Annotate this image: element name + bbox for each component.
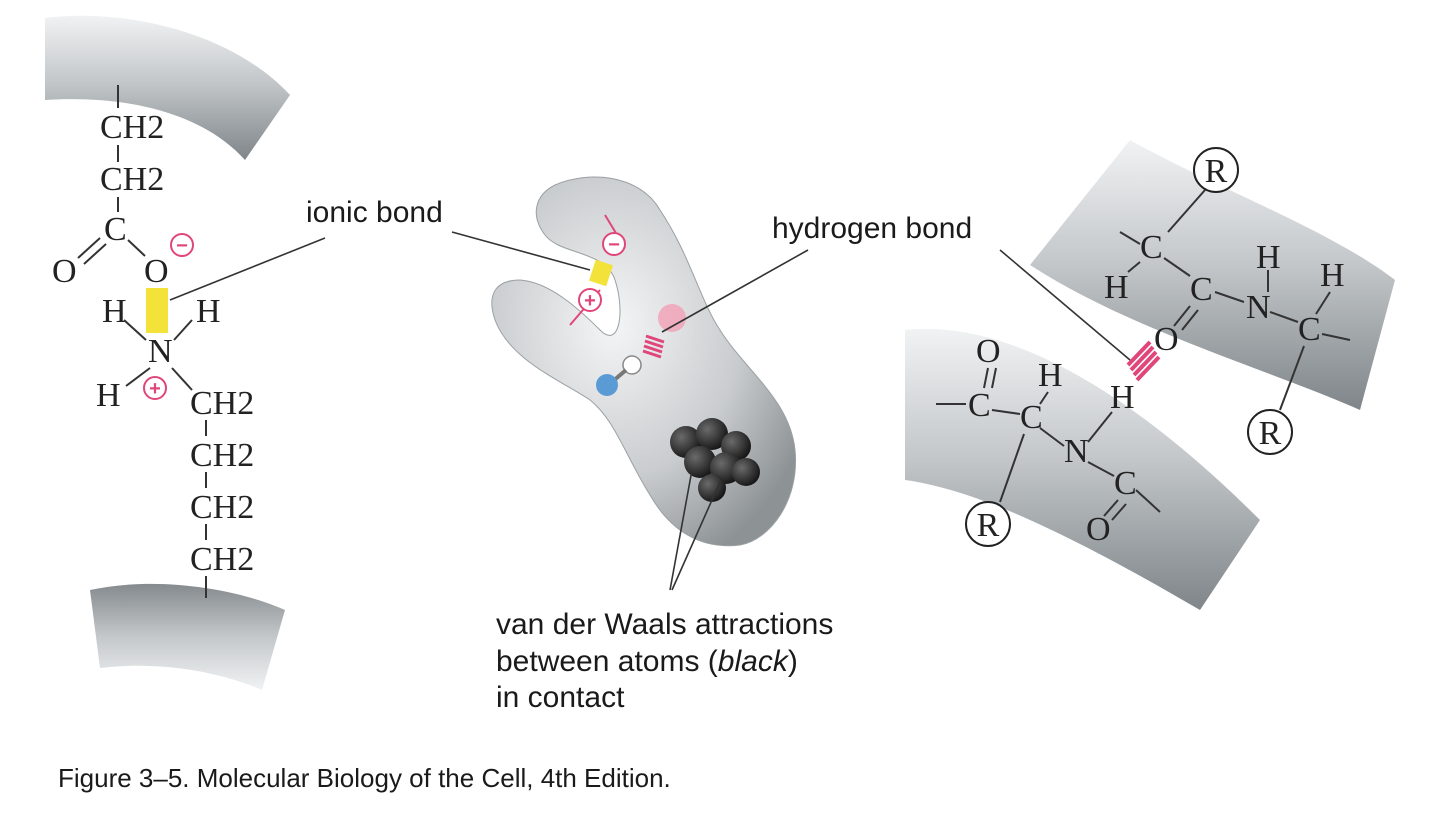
vdw-label-line3: in contact [496, 681, 625, 714]
carbon-right-3: C [1298, 311, 1321, 348]
hydrogen-right-3: H [1320, 257, 1345, 294]
r-group-icon-2 [1247, 409, 1293, 455]
protein-ribbon-upper-right [1030, 140, 1395, 410]
figure-caption: Figure 3–5. Molecular Biology of the Cel… [58, 763, 671, 793]
oxygen-right-3: O [1086, 511, 1111, 548]
hydrogen-right-4: H [1038, 357, 1063, 394]
oxygen-right-1: O [1154, 321, 1179, 358]
ch2-left-6: CH2 [190, 541, 254, 578]
nitrogen-right-2: N [1064, 433, 1089, 470]
plus-sign: + [149, 378, 161, 400]
carbon-right-1: C [1140, 229, 1163, 266]
ionic-leader-left [169, 237, 326, 301]
protein-ribbon-bottom-left [90, 583, 285, 690]
protein-ribbon-lower-right [905, 328, 1260, 610]
vdw-atom-cluster [670, 418, 760, 502]
minus-sign-mid: − [608, 234, 620, 256]
hydrogen-bond-bar-mid [642, 334, 665, 359]
vdw-leader-b [671, 481, 721, 591]
nitrogen-right-1: N [1246, 289, 1271, 326]
plus-charge-icon-mid [578, 288, 602, 312]
ch2-left-2: CH2 [100, 161, 164, 198]
vdw-label-line1: van der Waals attractions [496, 608, 833, 641]
ionic-bond-label: ionic bond [306, 196, 443, 229]
ch2-left-4: CH2 [190, 437, 254, 474]
hydrogen-left-c: H [96, 377, 121, 414]
vdw-label-line2: between atoms (black) [496, 645, 798, 678]
hydrogen-leader-right [999, 249, 1131, 361]
oxygen-double-left: O [52, 253, 77, 290]
ionic-bond-bar-left [146, 288, 168, 333]
minus-charge-icon-mid [602, 232, 626, 256]
oxygen-right-2: O [976, 333, 1001, 370]
hydrogen-right-1: H [1104, 269, 1129, 306]
hydrogen-leader-mid [661, 249, 809, 333]
r-group-3: R [977, 507, 1000, 544]
carbon-left: C [104, 211, 127, 248]
vdw-leader-a [669, 469, 693, 591]
carbon-right-2: C [1190, 271, 1213, 308]
hydrogen-left-b: H [196, 293, 221, 330]
r-group-icon-1 [1193, 147, 1239, 193]
carbon-right-4: C [968, 387, 991, 424]
minus-charge-icon [170, 233, 194, 257]
hydrogen-bond-label: hydrogen bond [772, 212, 972, 245]
hydrogen-atom-mid [622, 355, 642, 375]
r-group-1: R [1205, 153, 1228, 190]
middle-panel: − + ionic bond hydrogen bond [306, 176, 972, 714]
hydrogen-right-5: H [1110, 379, 1135, 416]
ch2-left-1: CH2 [100, 109, 164, 146]
r-group-2: R [1259, 415, 1282, 452]
ch2-left-5: CH2 [190, 489, 254, 526]
minus-sign: − [176, 235, 188, 257]
protein-ribbon-top-left [45, 15, 290, 160]
ionic-leader-mid [451, 231, 591, 271]
oxygen-charged-left: O [144, 253, 169, 290]
ch2-left-3: CH2 [190, 385, 254, 422]
left-panel-ionic: CH2 CH2 C O O − H H N H + CH2 CH2 CH2 CH… [45, 15, 326, 690]
nitrogen-left: N [148, 333, 173, 370]
carbon-right-6: C [1114, 465, 1137, 502]
hydrogen-bond-bar-right [1126, 340, 1161, 382]
hydrogen-right-2: H [1256, 239, 1281, 276]
donor-atom-blue [596, 374, 618, 396]
ionic-bond-bar-mid [589, 259, 613, 287]
acceptor-atom [658, 304, 686, 332]
r-group-icon-3 [965, 501, 1011, 547]
hydrogen-left-a: H [102, 293, 127, 330]
carbon-right-5: C [1020, 399, 1043, 436]
plus-sign-mid: + [584, 290, 596, 312]
folded-protein-blob [491, 176, 797, 547]
plus-charge-icon [143, 376, 167, 400]
right-panel-backbones: R C H C O N H C H R O C C [905, 140, 1395, 610]
